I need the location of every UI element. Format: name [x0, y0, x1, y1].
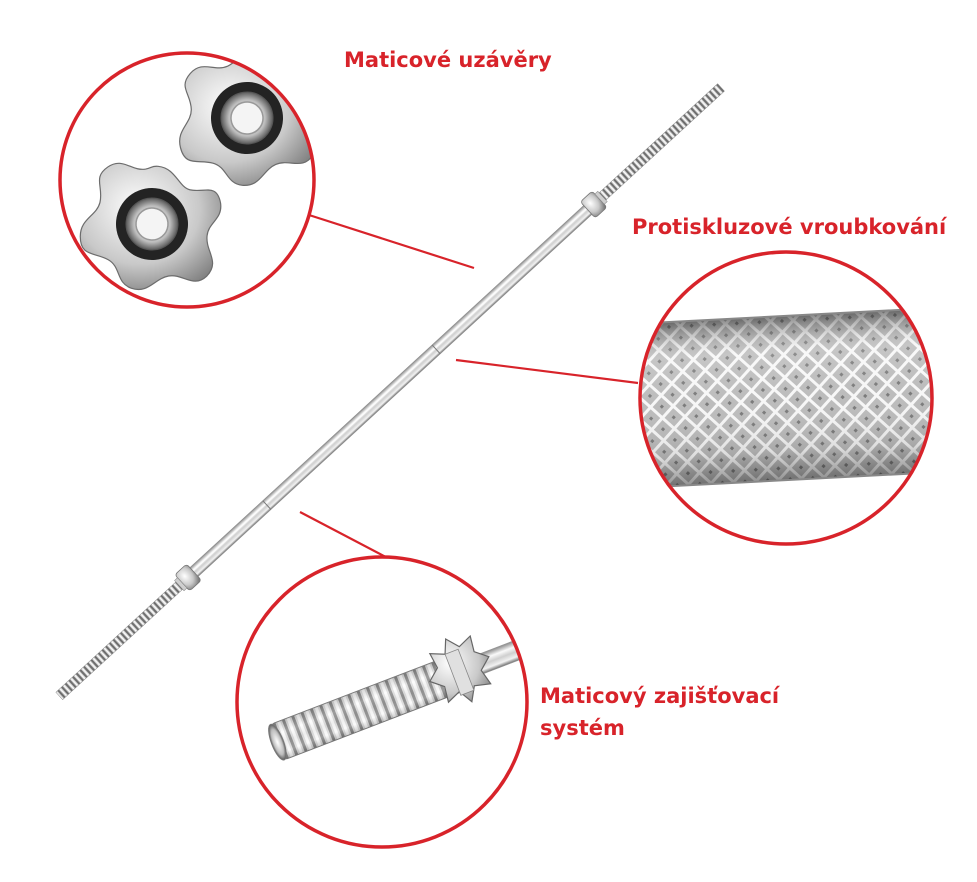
- detail-ring-knurl: [638, 250, 934, 546]
- barbell: [55, 83, 725, 700]
- label-locking-system: Maticový zajišťovací systém: [540, 680, 779, 744]
- label-knurling: Protiskluzové vroubkování: [632, 215, 947, 239]
- detail-spin-lock-nuts: [58, 51, 316, 309]
- detail-locking-system: [235, 555, 529, 849]
- thread-left: [55, 570, 196, 700]
- label-spin-lock-nuts: Maticové uzávěry: [344, 48, 552, 72]
- detail-ring-nuts: [58, 51, 316, 309]
- label-locking-system-line1: Maticový zajišťovací: [540, 684, 780, 708]
- thread-right: [588, 83, 725, 210]
- detail-ring-lock: [235, 555, 529, 849]
- detail-knurling: [638, 250, 934, 546]
- sleeve-end-cap: [268, 723, 287, 761]
- leader-lines: [299, 213, 639, 576]
- leader-line-knurl: [455, 358, 639, 385]
- hex-nut-icon: [79, 162, 222, 291]
- knurl-band-mark: [431, 344, 441, 355]
- hex-nut-icon: [428, 634, 492, 704]
- leader-line-nuts: [308, 213, 475, 270]
- label-locking-system-line2: systém: [540, 716, 625, 740]
